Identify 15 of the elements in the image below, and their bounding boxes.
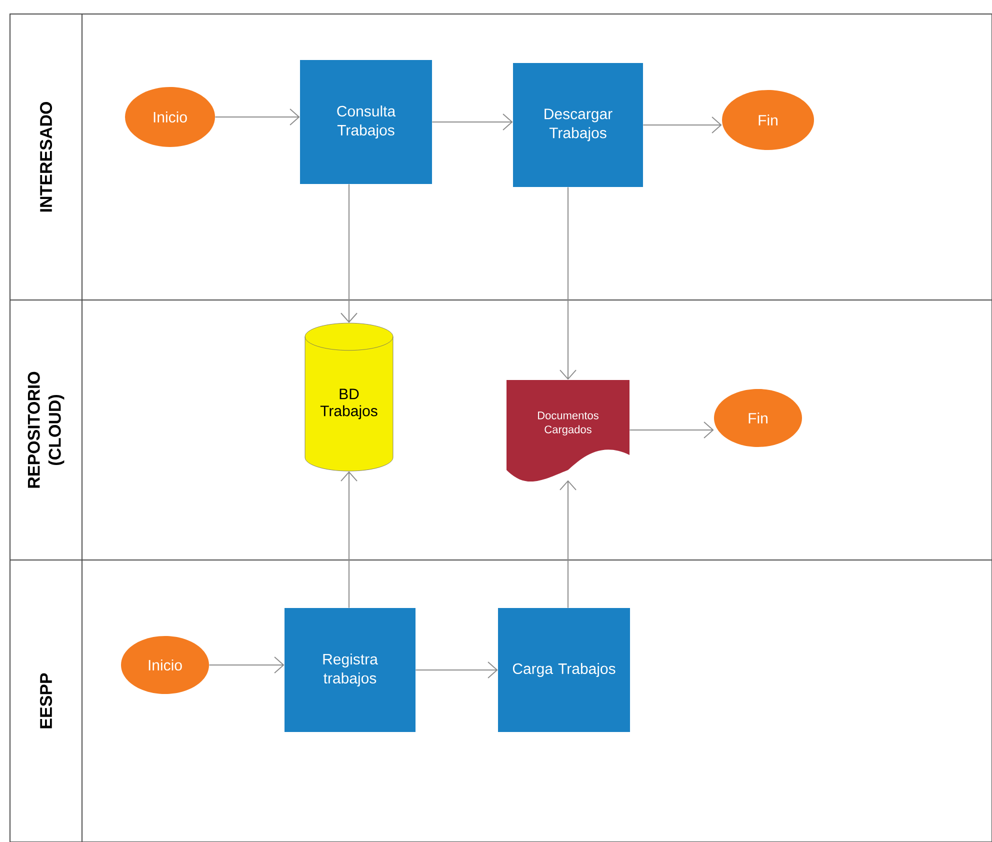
arrow bbox=[340, 184, 358, 323]
database-cylinder: BD Trabajos bbox=[304, 322, 394, 472]
process-box: Consulta Trabajos bbox=[300, 60, 432, 184]
arrow bbox=[214, 108, 300, 126]
arrow bbox=[560, 480, 576, 608]
arrow bbox=[208, 656, 284, 674]
process-box: Descargar Trabajos bbox=[513, 63, 643, 187]
arrow bbox=[560, 186, 576, 380]
arrow bbox=[415, 662, 498, 678]
arrow bbox=[629, 422, 714, 438]
process-box: Registra trabajos bbox=[284, 608, 416, 732]
arrow bbox=[432, 114, 513, 130]
arrow bbox=[340, 471, 358, 608]
arrow bbox=[642, 116, 722, 134]
process-box: Carga Trabajos bbox=[498, 608, 630, 732]
